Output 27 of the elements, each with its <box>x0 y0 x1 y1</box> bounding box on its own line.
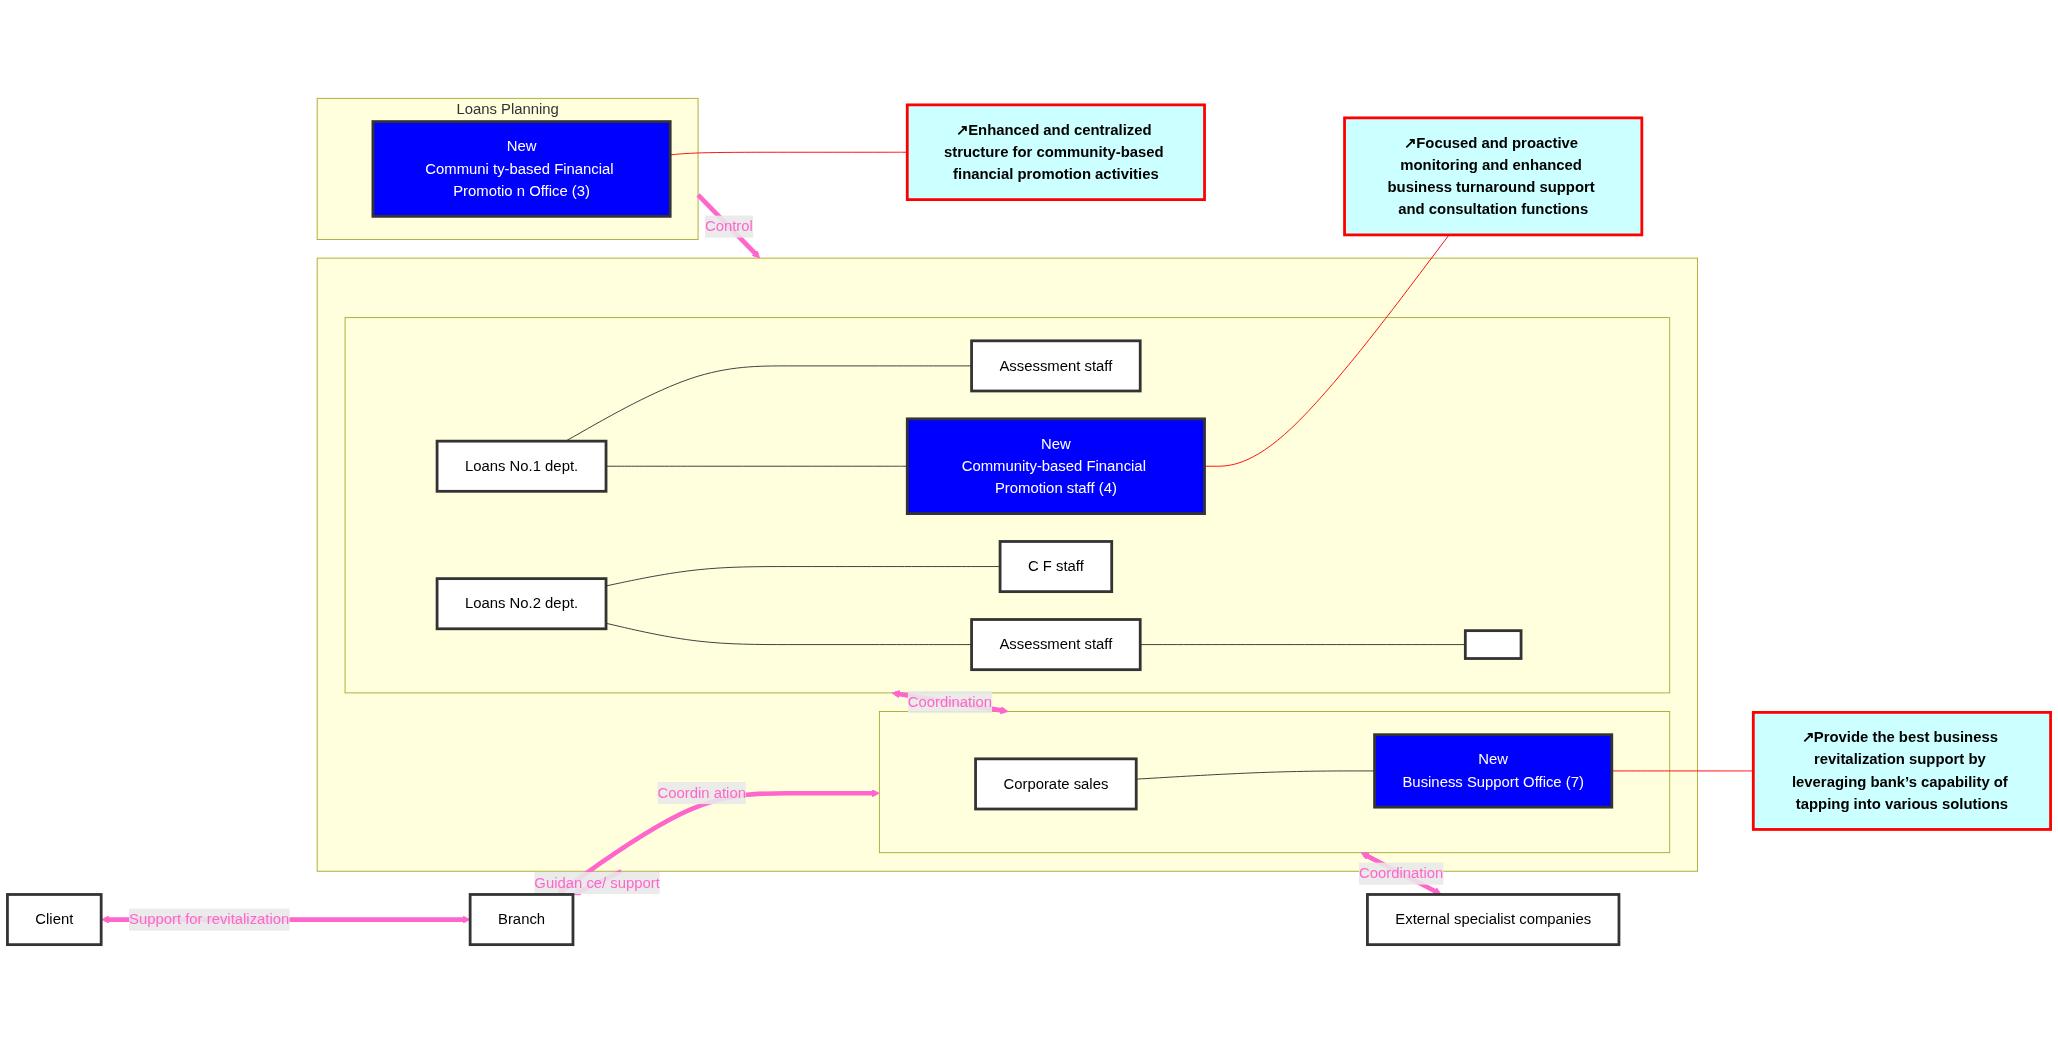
node-box: New Business Support Office (7) <box>1373 733 1614 809</box>
node-box: Assessment staff <box>970 339 1142 393</box>
node-box: ↗Provide the best business revitalization support by leveraging bank’s capability of tapping into various solutions <box>1751 711 2052 831</box>
node-box: New Community-based Financial Promotion staff (4) <box>905 417 1206 515</box>
node-box: Assessment staff <box>970 618 1142 672</box>
connector <box>1611 770 1754 772</box>
cluster <box>344 317 1671 694</box>
node-box: Loans No.2 dept. <box>435 577 608 631</box>
edge-label: Coordination <box>1358 865 1444 882</box>
connector <box>1204 234 1450 467</box>
node-box: Client <box>6 893 103 947</box>
edge-label: Coordination <box>907 693 993 710</box>
node-box: Branch <box>468 893 575 947</box>
edge-label: Guidan ce/ support <box>534 874 660 891</box>
edge-label: Control <box>704 218 753 234</box>
arrow <box>696 193 761 259</box>
node-box: ↗Enhanced and centralized structure for community-based financial promotion activities <box>905 103 1206 201</box>
node-box: Corporate sales <box>974 757 1138 811</box>
edge-label: Support for revitalization <box>129 911 290 927</box>
edge-label: Coordin ation <box>657 784 746 801</box>
node-box: New Communi ty-based Financial Promotio n Office (3) <box>371 120 672 218</box>
node-box: C F staff <box>998 540 1114 594</box>
node-box: External specialist companies <box>1366 893 1621 947</box>
cluster <box>878 711 1671 854</box>
node-box: ↗Focused and proactive monitoring and enhanced business turnaround support and consultation functions <box>1343 116 1644 237</box>
node-box: Loans No.1 dept. <box>435 439 608 493</box>
node-box <box>1463 629 1523 660</box>
